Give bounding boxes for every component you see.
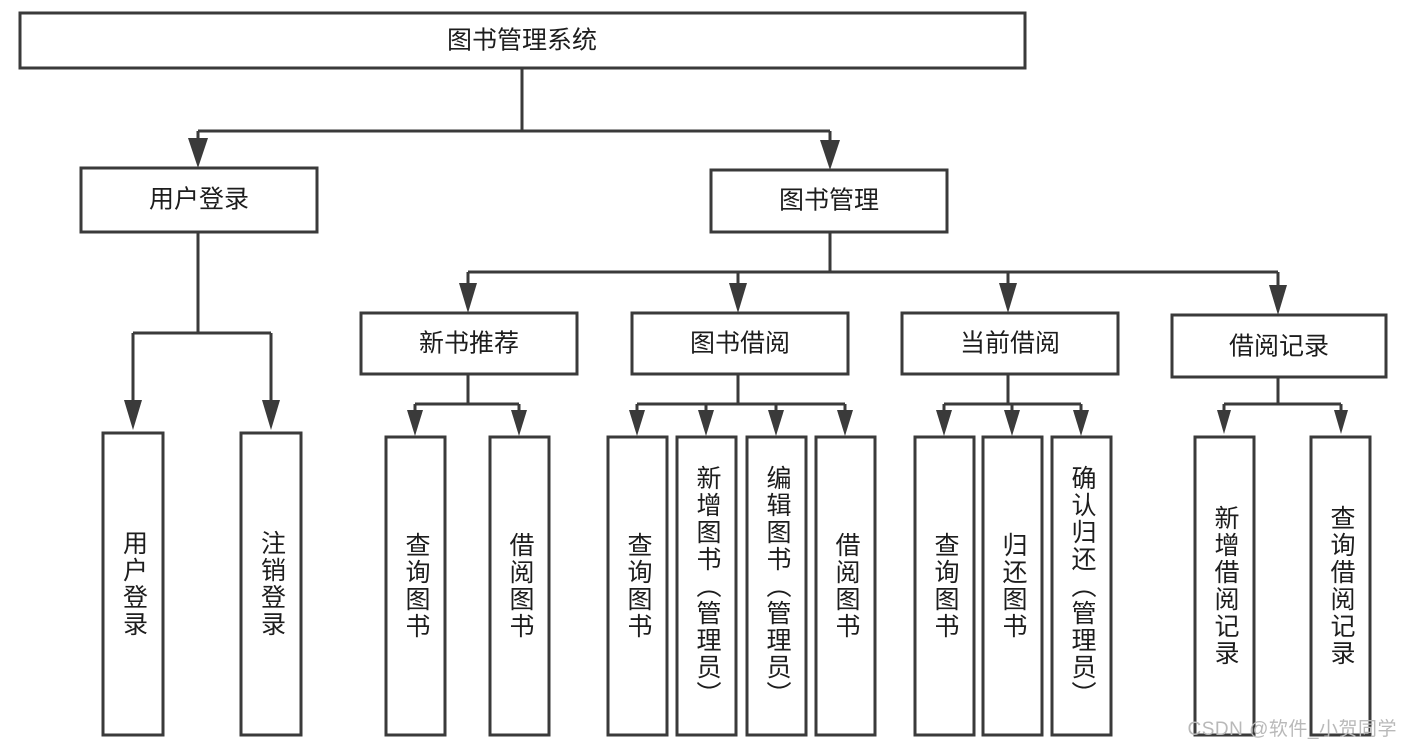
node-new-book-recommend-label: 新书推荐 [419, 330, 519, 358]
leaf-book-borrow-2[interactable]: 新增图书（管理员） [675, 435, 738, 737]
leaf-current-borrow-2-label: 归还图书 [999, 532, 1027, 640]
leaf-user-login-1-label: 用户登录 [119, 530, 148, 638]
leaf-new-book-2-box[interactable] [488, 435, 551, 737]
leaf-borrow-record-1[interactable]: 新增借阅记录 [1193, 435, 1256, 737]
arrow-icon-newbook-leaf2 [511, 410, 527, 436]
leaf-current-borrow-1[interactable]: 查询图书 [913, 435, 976, 737]
leaves-group: 用户登录 注销登录 查询图书 [101, 431, 1372, 737]
leaf-current-borrow-3-box[interactable] [1050, 435, 1113, 737]
arrow-icon-borrow-leaf3 [768, 410, 784, 436]
leaf-current-borrow-2-box[interactable] [981, 435, 1044, 737]
arrow-icon-borrow-leaf1 [629, 410, 645, 436]
leaf-borrow-record-2-label: 查询借阅记录 [1327, 505, 1355, 667]
leaf-new-book-1[interactable]: 查询图书 [384, 435, 447, 737]
leaf-book-borrow-3[interactable]: 编辑图书（管理员） [745, 435, 808, 737]
arrow-icon-to-newbook [459, 283, 477, 313]
leaf-book-borrow-2-box[interactable] [675, 435, 738, 737]
leaf-borrow-record-2-box[interactable] [1309, 435, 1372, 737]
node-new-book-recommend-box[interactable] [359, 311, 579, 376]
leaf-book-borrow-1-box[interactable] [606, 435, 669, 737]
leaf-borrow-record-1-box[interactable] [1193, 435, 1256, 737]
node-current-borrow-box[interactable] [900, 311, 1120, 376]
arrow-icon-userlogin-leaf2 [262, 400, 280, 430]
node-root-box[interactable] [18, 11, 1027, 70]
leaf-book-borrow-4-label: 借阅图书 [832, 532, 860, 640]
leaf-current-borrow-1-box[interactable] [913, 435, 976, 737]
leaf-user-login-2[interactable]: 注销登录 [239, 431, 303, 737]
node-book-borrow-box[interactable] [630, 311, 850, 376]
node-borrow-record-box[interactable] [1170, 313, 1388, 379]
arrow-icon-current-leaf3 [1073, 410, 1089, 436]
leaf-current-borrow-1-label: 查询图书 [931, 532, 959, 640]
node-book-borrow-label: 图书借阅 [690, 330, 790, 358]
arrowheads-group [124, 138, 1348, 436]
leaf-current-borrow-3-label: 确认归还（管理员） [1068, 464, 1096, 708]
leaf-book-borrow-1[interactable]: 查询图书 [606, 435, 669, 737]
leaf-new-book-1-label: 查询图书 [402, 532, 430, 640]
node-book-management-label: 图书管理 [779, 187, 879, 215]
leaf-book-borrow-3-box[interactable] [745, 435, 808, 737]
node-book-borrow[interactable]: 图书借阅 [630, 311, 850, 376]
node-borrow-record[interactable]: 借阅记录 [1170, 313, 1388, 379]
arrow-icon-record-leaf1 [1217, 410, 1231, 434]
arrow-icon-to-borrow [729, 283, 747, 313]
leaf-user-login-2-box[interactable] [239, 431, 303, 737]
arrow-icon-current-leaf1 [936, 410, 952, 436]
leaf-book-borrow-2-label: 新增图书（管理员） [693, 464, 721, 708]
arrow-icon-borrow-leaf4 [837, 410, 853, 436]
leaf-new-book-2[interactable]: 借阅图书 [488, 435, 551, 737]
node-book-management[interactable]: 图书管理 [709, 168, 949, 234]
node-book-management-box[interactable] [709, 168, 949, 234]
arrow-icon-to-userlogin [188, 138, 208, 168]
arrow-icon-current-leaf2 [1004, 410, 1020, 436]
leaf-borrow-record-2[interactable]: 查询借阅记录 [1309, 435, 1372, 737]
leaf-current-borrow-2[interactable]: 归还图书 [981, 435, 1044, 737]
leaf-book-borrow-1-label: 查询图书 [624, 532, 652, 640]
arrow-icon-userlogin-leaf1 [124, 400, 142, 430]
arrow-icon-to-record [1269, 285, 1287, 315]
leaf-current-borrow-3[interactable]: 确认归还（管理员） [1050, 435, 1113, 737]
arrow-icon-newbook-leaf1 [407, 410, 423, 436]
arrow-icon-borrow-leaf2 [698, 410, 714, 436]
node-current-borrow-label: 当前借阅 [960, 330, 1060, 358]
leaf-user-login-2-label: 注销登录 [257, 530, 286, 638]
node-root-label: 图书管理系统 [447, 27, 597, 55]
node-current-borrow[interactable]: 当前借阅 [900, 311, 1120, 376]
node-user-login-box[interactable] [79, 166, 319, 234]
node-user-login-label: 用户登录 [149, 186, 249, 214]
node-new-book-recommend[interactable]: 新书推荐 [359, 311, 579, 376]
leaf-borrow-record-1-label: 新增借阅记录 [1211, 505, 1239, 667]
leaf-user-login-1[interactable]: 用户登录 [101, 431, 165, 737]
leaf-book-borrow-3-label: 编辑图书（管理员） [763, 464, 791, 708]
node-user-login[interactable]: 用户登录 [79, 166, 319, 234]
leaf-new-book-2-label: 借阅图书 [506, 532, 534, 640]
arrow-icon-to-bookmgmt [820, 140, 840, 170]
leaf-book-borrow-4[interactable]: 借阅图书 [814, 435, 877, 737]
arrow-icon-to-current [999, 283, 1017, 313]
leaf-book-borrow-4-box[interactable] [814, 435, 877, 737]
leaf-user-login-1-box[interactable] [101, 431, 165, 737]
arrow-icon-record-leaf2 [1334, 410, 1348, 434]
leaf-new-book-1-box[interactable] [384, 435, 447, 737]
node-borrow-record-label: 借阅记录 [1229, 333, 1329, 361]
node-root[interactable]: 图书管理系统 [18, 11, 1027, 70]
